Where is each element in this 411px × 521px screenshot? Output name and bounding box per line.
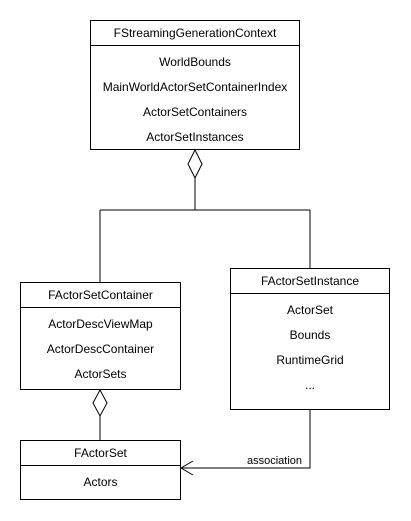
field-actor-sets: ActorSets [74,367,127,381]
field-ellipsis: ... [304,378,315,392]
field-main-world-actor-set-container-index: MainWorldActorSetContainerIndex [102,80,288,94]
field-actor-desc-view-map: ActorDescViewMap [48,317,153,331]
field-actor-set-instances: ActorSetInstances [146,130,244,144]
class-title: FActorSetInstance [231,269,389,294]
class-fields: ActorSet Bounds RuntimeGrid ... [231,294,389,398]
field-runtime-grid: RuntimeGrid [276,353,344,367]
class-title: FStreamingGenerationContext [91,21,299,46]
field-actor-desc-container: ActorDescContainer [46,342,155,356]
association-line [181,410,311,469]
field-bounds: Bounds [289,328,331,342]
association-arrowhead [180,460,194,476]
field-actor-set: ActorSet [286,303,334,317]
class-title: FActorSetContainer [21,283,180,308]
association-label: association [247,455,303,467]
class-actor-set[interactable]: FActorSet Actors [20,440,181,500]
class-fields: ActorDescViewMap ActorDescContainer Acto… [21,308,180,387]
aggregation-line-context-to-children [99,178,311,282]
class-streaming-generation-context[interactable]: FStreamingGenerationContext WorldBounds … [90,20,300,150]
field-world-bounds: WorldBounds [159,55,231,69]
class-actor-set-instance[interactable]: FActorSetInstance ActorSet Bounds Runtim… [230,268,390,410]
field-actors: Actors [83,475,118,489]
class-title: FActorSet [21,441,180,466]
class-fields: WorldBounds MainWorldActorSetContainerIn… [91,46,299,150]
aggregation-diamond-context [187,148,203,180]
class-actor-set-container[interactable]: FActorSetContainer ActorDescViewMap Acto… [20,282,181,390]
class-fields: Actors [21,466,180,495]
aggregation-diamond-container [92,388,108,418]
field-actor-set-containers: ActorSetContainers [142,105,248,119]
